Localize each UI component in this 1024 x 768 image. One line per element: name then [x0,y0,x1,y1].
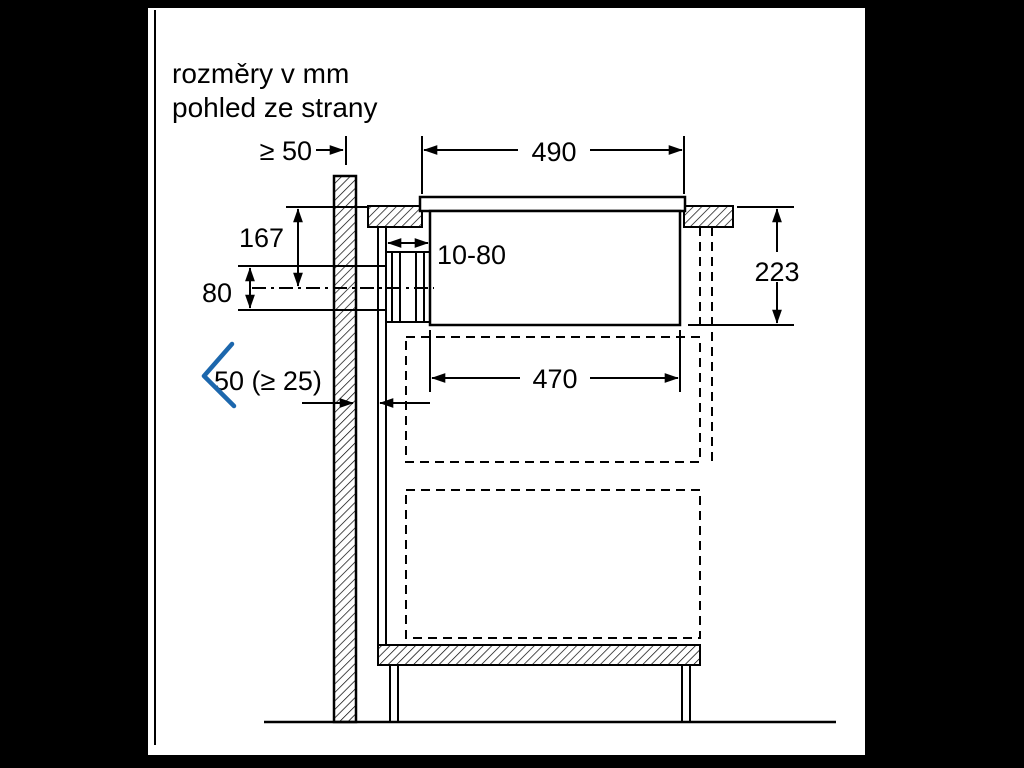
cabinet-hidden-lines [405,227,713,639]
dimension-rear-gap: 50 (≥ 25) [201,341,430,409]
worktop-left [367,205,423,228]
label-mask [518,135,590,163]
wall-section [332,174,358,724]
dim-label-outlet-height: 80 [202,278,232,308]
downdraft-unit-box [428,209,682,327]
hob-plate [418,195,687,213]
dim-label-counter-to-center: 167 [239,223,284,253]
worktop-right [683,205,734,228]
cabinet-bottom-panel [377,644,701,666]
dim-label-duct-gap: 10-80 [437,240,506,270]
label-mask [746,252,808,282]
dimension-min-wall-clearance: ≥ 50 [260,136,347,166]
dim-label-rear-gap: 50 (≥ 25) [214,366,322,396]
dimension-inner-width: 470 [429,330,681,394]
dimension-counter-to-center: 167 [239,206,368,287]
dim-label-top-width: 490 [531,137,576,167]
dimension-outlet-height: 80 [202,265,386,311]
label-mask [520,362,590,392]
cabinet-lower-compartment [405,489,701,639]
dim-label-right-height: 223 [754,257,799,287]
dimension-duct-gap: 10-80 [387,238,506,270]
diagram-title-units: rozměry v mm [172,58,349,89]
blue-check-annotation [201,341,237,409]
dimension-right-height: 223 [688,206,808,326]
cabinet-legs [389,665,691,722]
dim-label-min-wall-clearance: ≥ 50 [260,136,312,166]
dim-label-inner-width: 470 [532,364,577,394]
diagram-title-view: pohled ze strany [172,92,377,123]
dimension-top-width: 490 [421,135,685,194]
